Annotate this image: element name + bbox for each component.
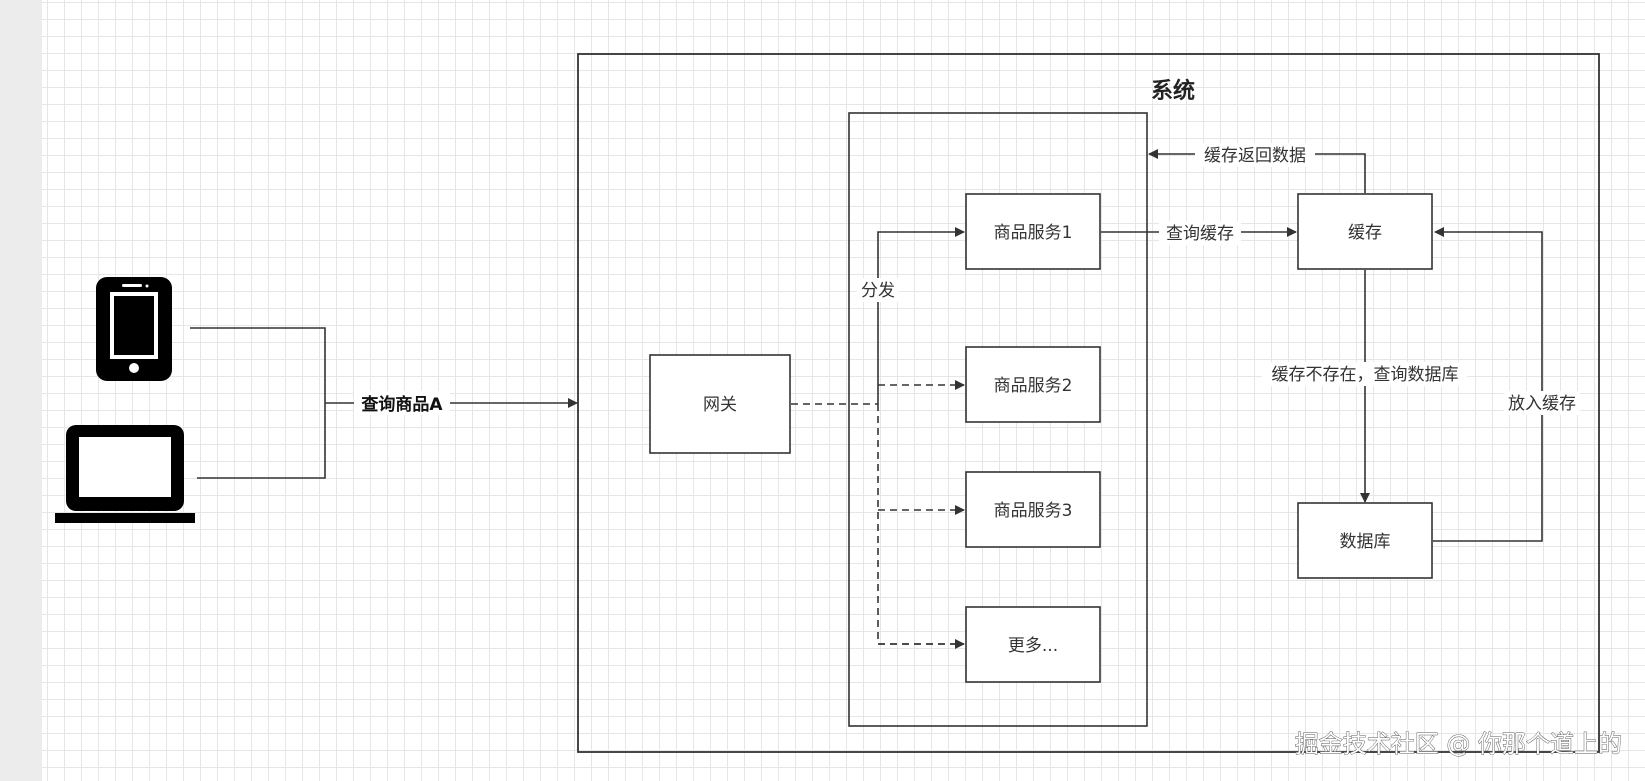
service2-node[interactable]: 商品服务2 [965,346,1101,423]
client-merge-line [190,327,326,479]
cache-node[interactable]: 缓存 [1297,193,1433,270]
service3-label: 商品服务3 [994,501,1073,521]
edge-database-to-cache [1433,227,1543,542]
cache-miss-label: 缓存不存在，查询数据库 [1272,365,1459,385]
put-cache-label-bg [1504,391,1580,415]
cache-label: 缓存 [1348,223,1382,243]
cache-return-label: 缓存返回数据 [1204,146,1306,166]
edge-dispatch-trunk [877,404,964,645]
more-node[interactable]: 更多... [965,606,1101,683]
diagram-canvas [42,0,1645,781]
gateway-label: 网关 [703,395,737,415]
watermark-text: 掘金技术社区 @ 你那个道上的 [1295,730,1622,758]
system-container [577,53,1600,753]
database-label: 数据库 [1340,532,1391,552]
dispatch-label-bg [857,278,899,302]
service3-node[interactable]: 商品服务3 [965,471,1101,548]
service1-node[interactable]: 商品服务1 [965,193,1101,270]
client-request-label: 查询商品A [360,394,443,415]
cache-return-label-bg [1195,143,1315,167]
laptop-icon [55,425,195,523]
edge-dispatch-to-service1 [877,227,965,404]
more-label: 更多... [1008,636,1058,656]
service2-label: 商品服务2 [994,376,1073,396]
services-container [848,112,1148,727]
query-cache-label-bg [1159,221,1241,245]
dispatch-label: 分发 [861,281,895,301]
client-label-bg [354,391,450,415]
tablet-icon [96,277,172,381]
database-node[interactable]: 数据库 [1297,502,1433,579]
cache-miss-label-bg [1262,362,1467,386]
system-title: 系统 [1151,78,1195,104]
put-cache-label: 放入缓存 [1508,394,1576,414]
service1-label: 商品服务1 [994,223,1073,243]
query-cache-label: 查询缓存 [1166,224,1234,244]
gateway-node[interactable]: 网关 [649,354,791,454]
